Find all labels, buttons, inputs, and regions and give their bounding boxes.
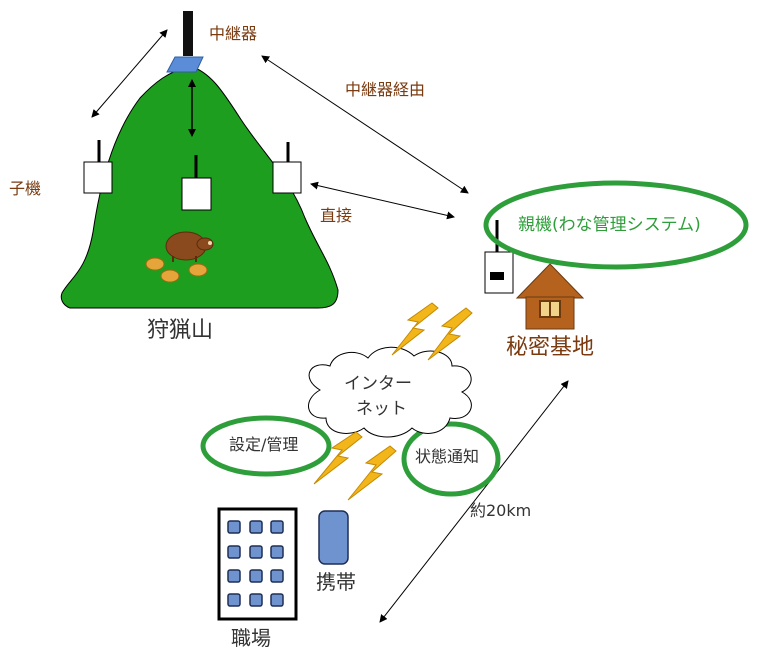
child-unit-left-icon: [83, 140, 113, 194]
boar-icon: [165, 231, 214, 262]
parent-unit-icon: [484, 220, 514, 294]
lightning-icon: [313, 302, 473, 501]
repeater-tower-icon: [166, 11, 204, 73]
arrow-via-repeater: [261, 55, 469, 194]
child-label: 子機: [9, 179, 42, 198]
workplace-label: 職場: [231, 626, 271, 650]
house-icon: [515, 263, 585, 330]
settings-highlight-ring: [200, 415, 332, 477]
phone-icon: [318, 510, 349, 565]
child-unit-center-icon: [181, 155, 212, 211]
via-repeater-label: 中継器経由: [345, 80, 426, 99]
mobile-label: 携帯: [316, 570, 356, 594]
arrow-distance: [379, 380, 569, 623]
parent-highlight-ring: [483, 180, 749, 270]
base-label: 秘密基地: [506, 335, 595, 360]
building-icon: [217, 507, 298, 621]
internet-label-line1: インター: [344, 374, 412, 394]
settings-label: 設定/管理: [229, 435, 299, 454]
parent-label: 親機(わな管理システム): [518, 215, 701, 235]
internet-label-line2: ネット: [356, 399, 407, 419]
arrow-direct: [310, 181, 455, 220]
status-label: 状態通知: [415, 447, 480, 466]
status-highlight-ring: [401, 421, 501, 497]
distance-label: 約20km: [470, 501, 532, 520]
cloud-icon: [308, 346, 472, 438]
mountain-label: 狩猟山: [147, 318, 214, 343]
piglet-icon: [145, 257, 208, 283]
direct-label: 直接: [320, 206, 353, 225]
repeater-label: 中継器: [209, 24, 258, 43]
arrow-repeater-left-child: [91, 29, 168, 118]
child-unit-right-icon: [272, 142, 302, 194]
